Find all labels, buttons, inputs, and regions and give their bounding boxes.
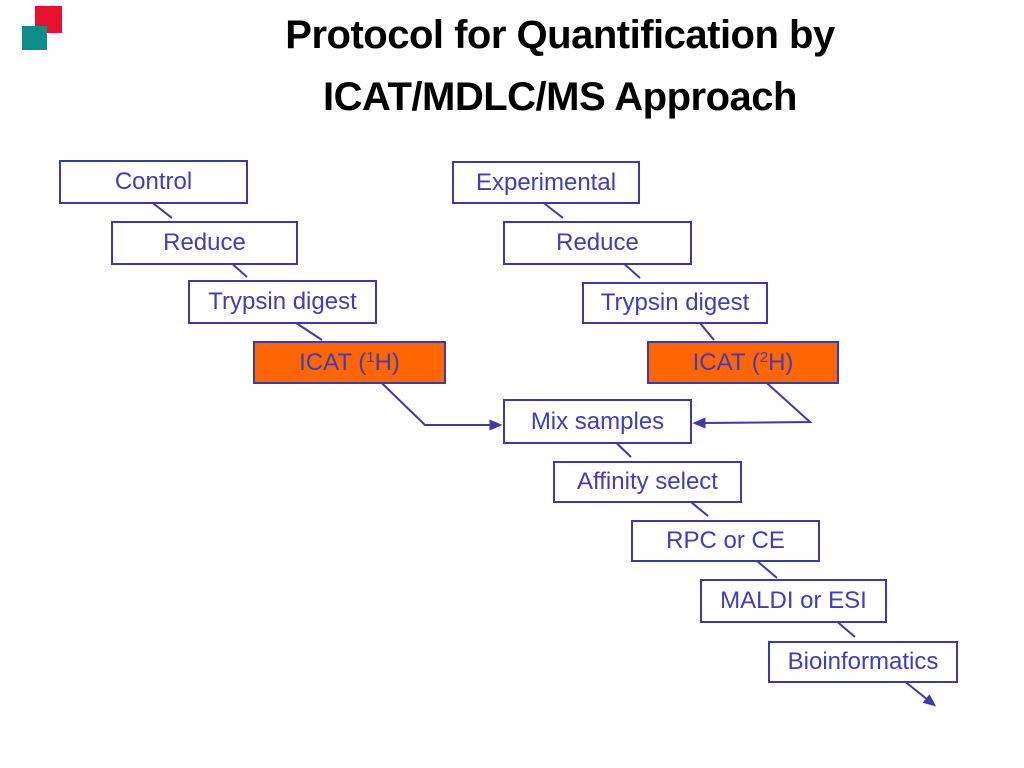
logo-teal-square-icon	[22, 26, 47, 50]
flow-box-trypsin-digest-left: Trypsin digest	[188, 280, 377, 324]
slide-title-line-1: Protocol for Quantification by	[285, 13, 835, 57]
flow-box-reduce-left-label: Reduce	[163, 229, 246, 256]
flow-box-control: Control	[59, 160, 248, 204]
flow-box-trypsin-digest-left-label: Trypsin digest	[208, 288, 357, 315]
flow-box-reduce-right: Reduce	[503, 221, 692, 265]
flow-box-reduce-right-label: Reduce	[556, 229, 639, 256]
flow-box-bioinformatics: Bioinformatics	[768, 641, 958, 683]
flow-box-icat-2h: ICAT (2H)	[647, 341, 839, 384]
flow-box-mix-samples-label: Mix samples	[530, 407, 665, 435]
flow-box-maldi-or-esi-label: MALDI or ESI	[720, 587, 867, 614]
flow-box-mix-samples: Mix samples	[503, 399, 692, 444]
flow-box-rpc-or-ce-label: RPC or CE	[666, 527, 785, 554]
flow-box-experimental: Experimental	[452, 161, 640, 204]
icat-2h-superscript: 2	[759, 348, 769, 366]
flow-box-reduce-left: Reduce	[111, 221, 298, 265]
icat-1h-superscript: 1	[366, 348, 375, 366]
flow-box-experimental-label: Experimental	[475, 168, 617, 196]
slide-title-line-2: ICAT/MDLC/MS Approach	[323, 75, 797, 119]
flow-box-trypsin-digest-right-label: Trypsin digest	[600, 289, 750, 316]
flow-box-affinity-select: Affinity select	[553, 461, 742, 503]
flow-box-icat-1h: ICAT (1H)	[253, 341, 446, 384]
flow-box-control-label: Control	[114, 168, 193, 195]
flow-box-trypsin-digest-right: Trypsin digest	[582, 282, 768, 324]
flow-box-affinity-select-label: Affinity select	[577, 468, 718, 495]
flow-box-maldi-or-esi: MALDI or ESI	[700, 579, 887, 623]
flow-box-rpc-or-ce: RPC or CE	[631, 520, 820, 562]
flow-box-bioinformatics-label: Bioinformatics	[787, 648, 939, 675]
flow-box-icat-1h-label: ICAT (1H)	[299, 348, 400, 376]
flow-box-icat-2h-label: ICAT (2H)	[692, 348, 794, 376]
